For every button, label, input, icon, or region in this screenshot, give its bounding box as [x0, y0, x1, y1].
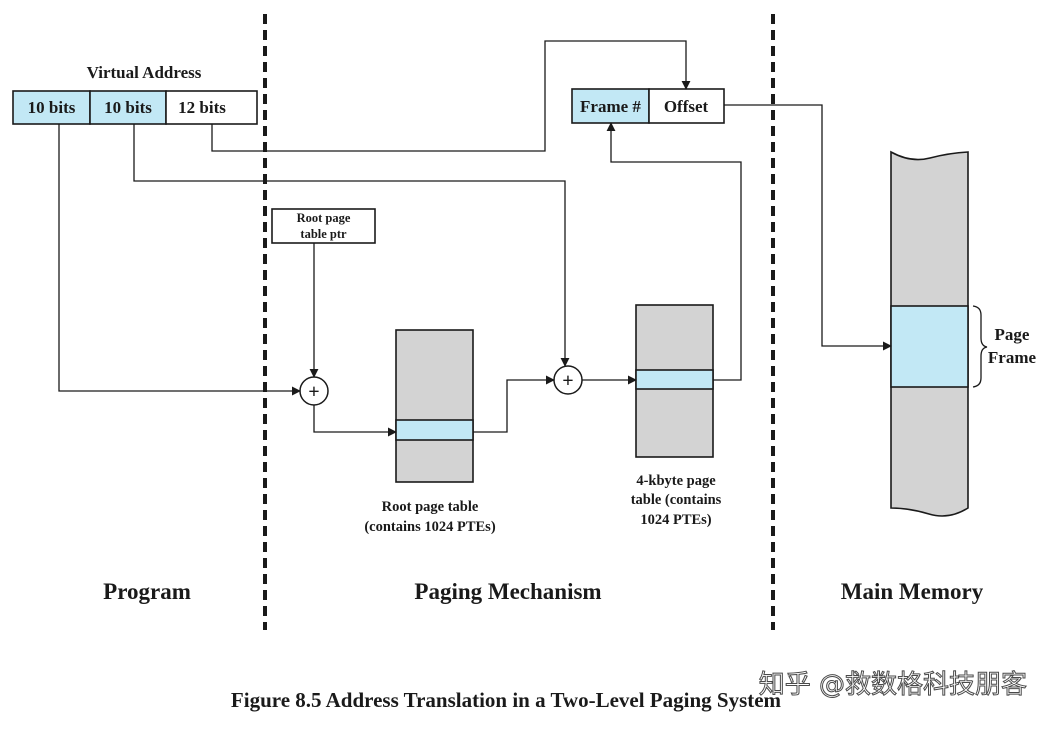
watermark: 知乎 @救数格科技朋客: [759, 670, 1027, 700]
page-frame-brace: [972, 305, 988, 388]
virtual-address-register: 10 bits 10 bits 12 bits: [12, 90, 258, 125]
root-table-caption-line1: Root page table: [382, 499, 479, 515]
region-label-paging: Paging Mechanism: [414, 579, 601, 604]
connector-pte-to-frame: [606, 122, 742, 381]
pa-frame-field: [571, 88, 650, 124]
adder-2-symbol: +: [562, 370, 573, 392]
root-table-body: [395, 329, 474, 483]
connector-table-to-adder2: [133, 124, 570, 367]
main-memory: [890, 150, 988, 517]
va-field-offset: [165, 90, 258, 125]
root-ptr-line1: Root page: [297, 211, 351, 225]
connector-offset-to-pa: [211, 40, 691, 152]
page-frame-label-line1: Page: [995, 325, 1030, 344]
figure-caption: Figure 8.5 Address Translation in a Two-…: [231, 688, 782, 712]
adder-1: +: [299, 376, 329, 406]
region-label-program: Program: [103, 579, 191, 604]
pa-offset-label: Offset: [664, 97, 709, 116]
connector-dir-to-adder1: [58, 124, 301, 396]
root-table-caption-line2: (contains 1024 PTEs): [364, 519, 495, 535]
page-table-entry: [635, 369, 714, 390]
root-page-table: [395, 329, 474, 483]
page-table-caption-line1: 4-kbyte page: [636, 473, 716, 489]
region-label-memory: Main Memory: [841, 579, 984, 604]
virtual-address-title: Virtual Address: [87, 63, 202, 82]
va-field-directory-label: 10 bits: [28, 98, 76, 117]
va-field-table-label: 10 bits: [104, 98, 152, 117]
physical-address-register: Frame # Offset: [571, 88, 725, 124]
root-ptr-line2: table ptr: [300, 227, 347, 241]
connector-adder1-to-root-table: [313, 405, 397, 437]
pa-frame-label: Frame #: [580, 97, 641, 116]
connector-pa-to-page-frame: [724, 104, 892, 351]
va-field-offset-label: 12 bits: [178, 98, 226, 117]
page-frame-label-line2: Frame: [988, 348, 1037, 367]
page-table-caption-line2: table (contains: [631, 492, 722, 508]
page-frame: [890, 305, 969, 388]
root-ptr-box: [271, 208, 376, 244]
page-table: [635, 304, 714, 458]
page-table-caption-line3: 1024 PTEs): [640, 512, 711, 528]
root-page-table-pointer: Root page table ptr: [271, 208, 376, 244]
adder-2: +: [553, 365, 583, 395]
adder-1-symbol: +: [308, 381, 319, 403]
connector-root-entry-to-adder2: [473, 375, 555, 433]
root-table-entry: [395, 419, 474, 441]
